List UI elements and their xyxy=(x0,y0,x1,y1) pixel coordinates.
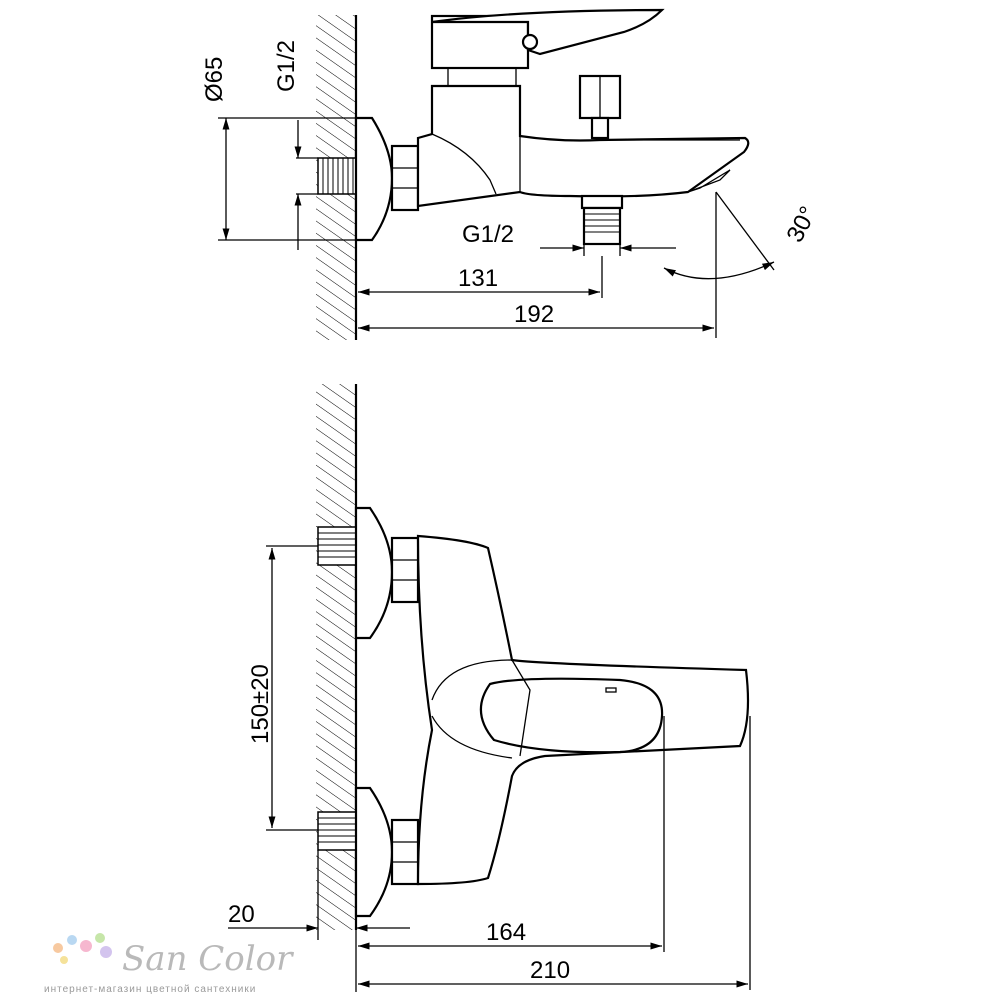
label-20: 20 xyxy=(228,901,255,928)
front-view: 150±20 20 164 210 xyxy=(228,384,751,992)
lever-handle-top xyxy=(430,8,665,86)
lower-inlet xyxy=(317,786,420,918)
logo-name: San Color xyxy=(122,939,294,979)
label-angle: 30° xyxy=(781,202,822,247)
upper-inlet xyxy=(317,506,420,640)
label-diameter: Ø65 xyxy=(201,57,228,102)
dim-arc-angle xyxy=(663,261,775,280)
top-view: Ø65 G1/2 G1/2 131 192 30° xyxy=(201,8,822,340)
label-thread-bottom: G1/2 xyxy=(462,221,514,248)
label-210: 210 xyxy=(530,957,570,984)
label-164: 164 xyxy=(486,919,526,946)
nut-top xyxy=(390,144,420,212)
handle-oval-front xyxy=(479,677,664,754)
logo-dot xyxy=(53,943,63,953)
logo-dot xyxy=(67,935,77,945)
logo-dot xyxy=(60,956,68,964)
wall-thread-top xyxy=(317,157,357,195)
label-centers: 150±20 xyxy=(247,664,274,744)
label-thread-wall: G1/2 xyxy=(273,40,300,92)
sancolor-logo: San Color интернет-магазин цветной санте… xyxy=(44,933,294,995)
label-192: 192 xyxy=(514,301,554,328)
logo-dot xyxy=(95,933,105,943)
mixer-body-top xyxy=(416,84,750,208)
label-131: 131 xyxy=(458,265,498,292)
outlet-thread-top xyxy=(580,194,624,246)
diverter-knob-top xyxy=(578,74,622,140)
escutcheon-top xyxy=(354,116,394,242)
logo-dot xyxy=(80,940,92,952)
logo-tagline: интернет-магазин цветной сантехники xyxy=(44,984,256,995)
logo-dot xyxy=(100,946,112,958)
